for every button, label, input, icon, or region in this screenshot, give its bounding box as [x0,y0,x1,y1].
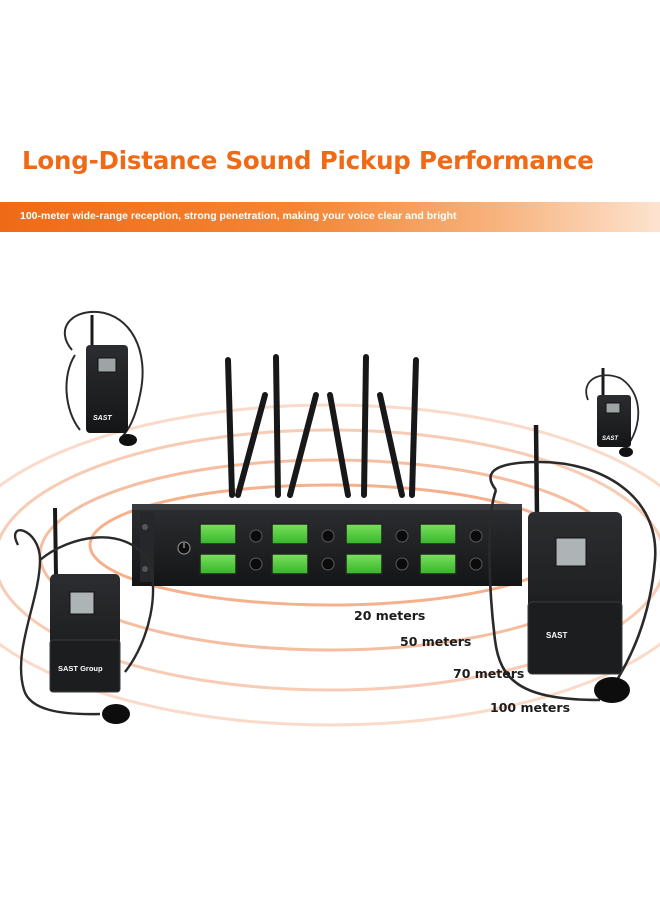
distance-label-100: 100 meters [490,700,571,715]
logo-pack-right: SAST [546,631,567,640]
distance-label-70: 70 meters [453,666,525,681]
receiver-antennas [225,354,419,498]
receiver-unit [132,504,522,586]
bodypack-top-left: SAST [63,310,144,446]
bodypack-right: SAST [488,424,657,703]
channel-lcds [199,523,457,575]
logo-pack-top-right: SAST [602,436,619,442]
logo-pack-top-left: SAST [93,415,112,422]
subheadline-bar [0,202,660,232]
distance-label-50: 50 meters [400,634,472,649]
bodypack-top-right: SAST [585,368,640,457]
subheadline-text: 100-meter wide-range reception, strong p… [20,210,457,222]
logo-pack-left: SAST Group [58,664,103,673]
headline-title: Long-Distance Sound Pickup Performance [22,146,594,175]
distance-label-20: 20 meters [354,608,426,623]
bodypack-left: SAST Group [14,507,155,724]
volume-knobs [249,529,483,571]
